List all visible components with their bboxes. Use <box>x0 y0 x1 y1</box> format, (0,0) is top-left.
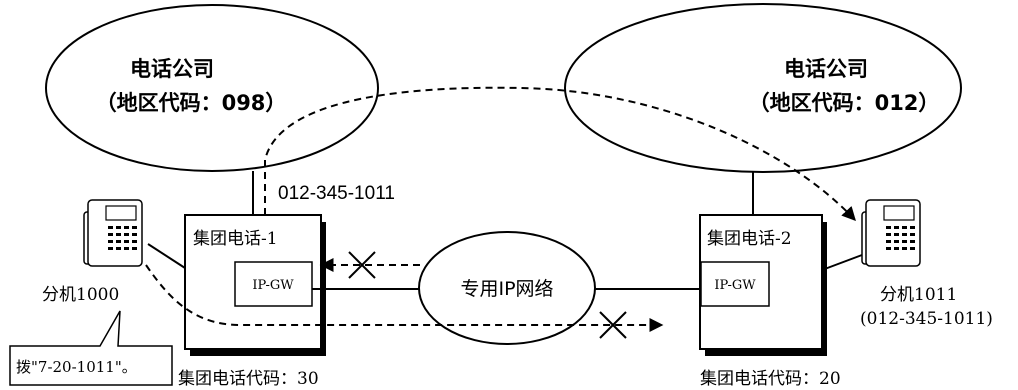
telco-left-ellipse <box>45 4 379 172</box>
pbx2-title: 集团电话-2 <box>707 229 792 249</box>
phone-icon <box>83 199 143 267</box>
telco-left-area-code: （地区代码：098） <box>96 91 287 115</box>
pbx1-code: 集团电话代码：30 <box>178 369 319 389</box>
pbx1-ipgw-box <box>234 261 313 307</box>
phone-icon <box>861 199 921 267</box>
callout-balloon <box>9 310 173 386</box>
pbx2-ipgw-box <box>700 261 770 307</box>
ext1011-line <box>821 254 863 271</box>
ext1000-label: 分机1000 <box>42 285 119 305</box>
telco-right-ellipse <box>564 3 962 173</box>
ext1000-line <box>147 243 186 269</box>
pbx1-ipgw-label: IP-GW <box>252 278 294 293</box>
telco-left-name: 电话公司 <box>130 57 214 81</box>
callout-text: 拨"7-20-1011"。 <box>16 358 137 376</box>
blocked-mark-lower <box>599 311 627 339</box>
dialed-number: 012-345-1011 <box>278 183 395 204</box>
pbx1-title: 集团电话-1 <box>193 229 278 249</box>
pstn-call-path <box>264 86 856 222</box>
telco-right-name: 电话公司 <box>784 57 868 81</box>
pbx2-code: 集团电话代码：20 <box>700 369 841 389</box>
pbx2-ipgw-label: IP-GW <box>714 278 756 293</box>
ip-network-label: 专用IP网络 <box>460 278 553 300</box>
ext1011-label: 分机1011 <box>880 285 957 305</box>
telco-right-area-code: （地区代码：012） <box>749 91 940 115</box>
blocked-mark-upper <box>348 251 376 279</box>
blocked-path-lower <box>145 264 664 332</box>
ip-network-ellipse <box>418 231 596 345</box>
ext1011-number: (012-345-1011) <box>860 309 993 329</box>
